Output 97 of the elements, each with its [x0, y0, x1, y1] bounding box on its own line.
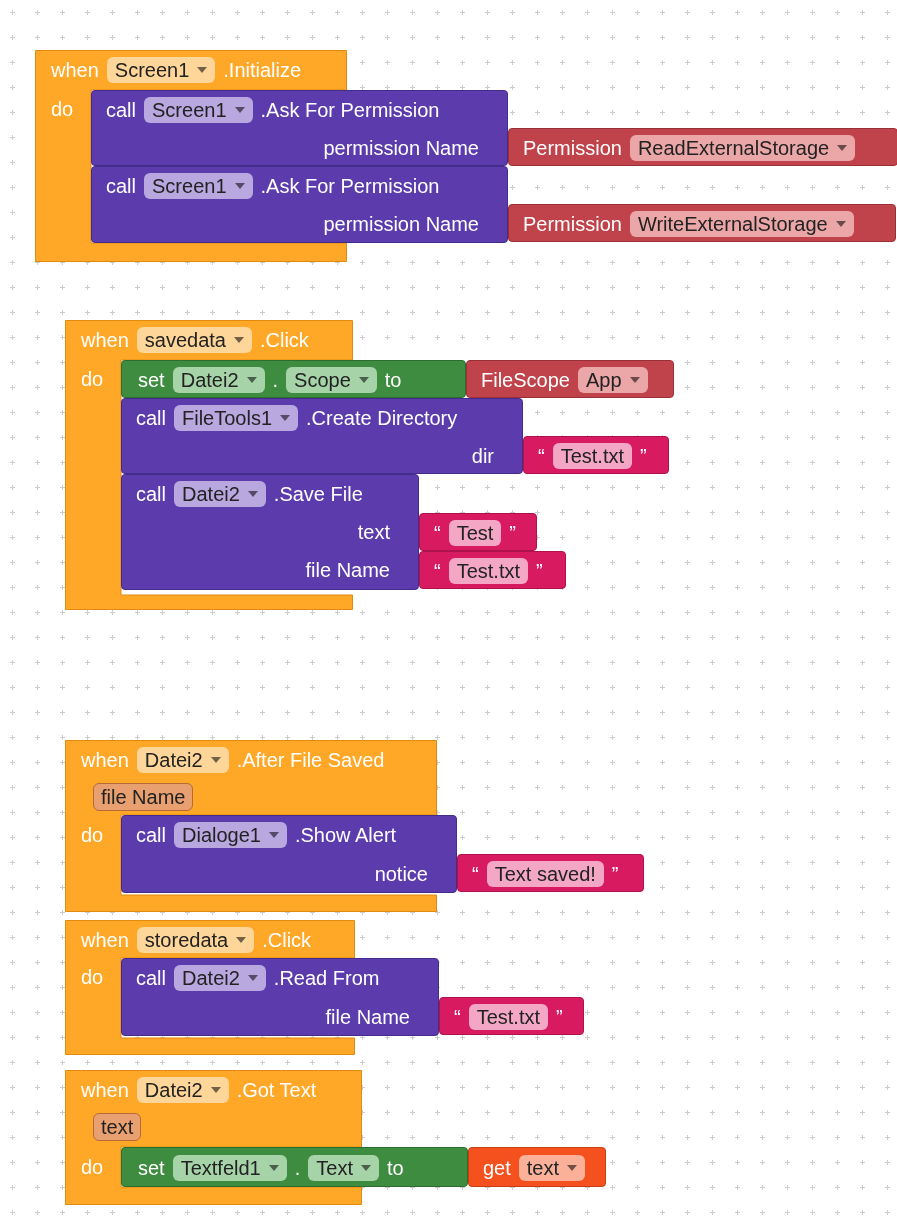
dropdown: Scope	[286, 367, 377, 393]
dropdown: ReadExternalStorage	[629, 135, 856, 161]
dropdown: Datei2	[136, 1077, 229, 1103]
block-label: Permission	[523, 136, 622, 160]
method-call-block	[91, 166, 508, 243]
block-label: .After File Saved	[236, 748, 385, 772]
block-label: FileScope	[481, 368, 570, 392]
block-label: do	[81, 1155, 104, 1179]
constant-block	[508, 128, 897, 166]
block-label: set	[138, 1156, 165, 1180]
parameter-chip: file Name	[93, 783, 194, 811]
block-label: .Show Alert	[294, 823, 397, 847]
block-label: when	[81, 328, 129, 352]
dropdown: Dialoge1	[174, 822, 287, 848]
getter-block	[468, 1147, 606, 1187]
block-label: .Ask For Permission	[260, 174, 440, 198]
quote-mark: “	[434, 521, 441, 545]
block-label: .Read From	[273, 966, 380, 990]
method-call-block	[121, 398, 523, 474]
dropdown: savedata	[136, 327, 252, 353]
dropdown: Screen1	[144, 173, 253, 199]
block-label: .Ask For Permission	[260, 98, 440, 122]
quote-mark: “	[454, 1005, 461, 1029]
block-label: file Name	[325, 1005, 410, 1029]
quote-mark: ”	[509, 521, 517, 545]
setter-block	[121, 360, 466, 398]
text-string-block	[419, 551, 566, 589]
dropdown: storedata	[136, 927, 255, 953]
block-label: notice	[374, 862, 428, 886]
block-label: to	[384, 368, 402, 392]
quote-mark: “	[472, 862, 479, 886]
block-label: .Save File	[273, 482, 363, 506]
block-label: set	[138, 368, 165, 392]
block-label: permission Name	[323, 136, 479, 160]
block-label: dir	[471, 444, 494, 468]
block-label: do	[81, 367, 104, 391]
block-label: call	[136, 482, 166, 506]
dropdown: Textfeld1	[172, 1155, 287, 1181]
block-label: when	[81, 748, 129, 772]
block-label: to	[387, 1156, 404, 1180]
block-label: do	[81, 823, 104, 847]
text-field: Test.txt	[468, 1004, 549, 1030]
text-field: Test	[448, 520, 502, 546]
text-field: Test.txt	[448, 558, 529, 584]
dropdown: Datei2	[136, 747, 229, 773]
dropdown: Datei2	[174, 481, 266, 507]
dropdown: Datei2	[172, 367, 265, 393]
block-label: .Got Text	[236, 1078, 317, 1102]
block-label: when	[81, 928, 129, 952]
text-field: Test.txt	[552, 443, 633, 469]
dropdown: WriteExternalStorage	[629, 211, 854, 237]
block-label: file Name	[305, 558, 390, 582]
method-call-block	[121, 815, 457, 893]
quote-mark: ”	[640, 444, 647, 468]
quote-mark: ”	[611, 862, 619, 886]
setter-block	[121, 1147, 468, 1187]
block-label: .Initialize	[223, 58, 302, 82]
block-label: .Click	[262, 928, 312, 952]
block-label: do	[51, 97, 74, 121]
quote-mark: ”	[556, 1005, 563, 1029]
text-string-block	[419, 513, 537, 551]
block-label: do	[81, 965, 104, 989]
block-label: when	[51, 58, 99, 82]
text-string-block	[523, 436, 669, 474]
block-label: .	[294, 1156, 301, 1180]
block-label: Permission	[523, 212, 622, 236]
dropdown: FileTools1	[174, 405, 299, 431]
block-label: .Click	[260, 328, 309, 352]
dropdown: Screen1	[144, 97, 253, 123]
method-call-block	[121, 958, 439, 1036]
text-field: Text saved!	[486, 861, 604, 887]
block-label: permission Name	[323, 212, 479, 236]
dropdown: Screen1	[106, 57, 216, 83]
parameter-chip: text	[93, 1113, 142, 1141]
block-label: call	[136, 406, 166, 430]
dropdown: Datei2	[174, 965, 266, 991]
block-label: call	[106, 98, 136, 122]
method-call-block	[91, 90, 508, 166]
text-string-block	[439, 997, 584, 1035]
quote-mark: ”	[536, 559, 543, 583]
dropdown: text	[518, 1155, 586, 1181]
block-label: text	[357, 520, 390, 544]
block-label: call	[136, 966, 166, 990]
quote-mark: “	[434, 559, 441, 583]
text-string-block	[457, 854, 644, 892]
block-label: call	[136, 823, 166, 847]
quote-mark: “	[538, 444, 545, 468]
block-label: .	[272, 368, 279, 392]
method-call-block	[121, 474, 419, 590]
block-label: .Create Directory	[306, 406, 458, 430]
constant-block	[466, 360, 674, 398]
block-label: call	[106, 174, 136, 198]
dropdown: Text	[308, 1155, 379, 1181]
constant-block	[508, 204, 896, 242]
dropdown: App	[577, 367, 648, 393]
block-label: when	[81, 1078, 129, 1102]
block-label: get	[483, 1156, 511, 1180]
